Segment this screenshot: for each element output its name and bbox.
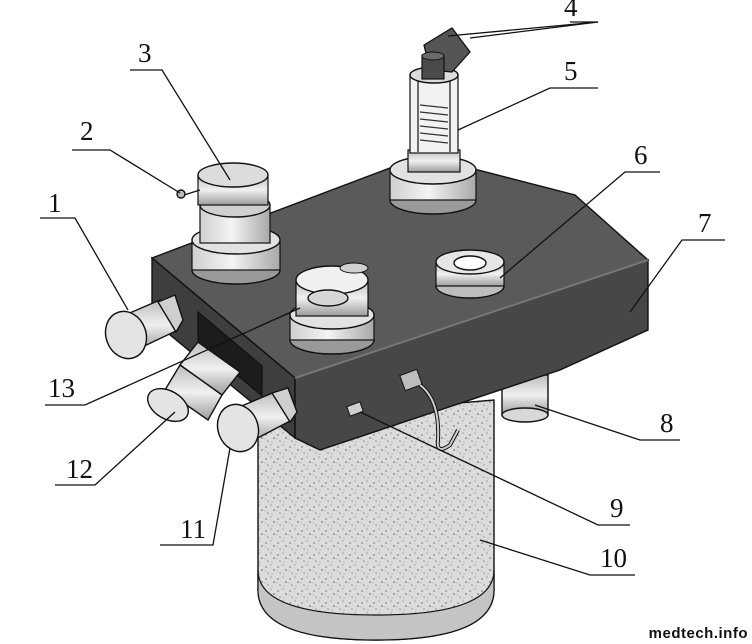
valve-3 — [191, 162, 281, 285]
watermark: medtech.info — [648, 625, 748, 642]
valve-13 — [289, 262, 375, 355]
callout-13: 13 — [48, 373, 75, 403]
callout-10: 10 — [600, 543, 627, 573]
valve-5 — [389, 66, 477, 215]
port-11 — [216, 387, 298, 453]
port-1 — [104, 294, 184, 360]
callout-12: 12 — [66, 454, 93, 484]
hook — [399, 368, 460, 451]
main-housing — [150, 167, 650, 451]
callout-11: 11 — [180, 514, 206, 544]
callout-1: 1 — [48, 188, 62, 218]
lever-2 — [176, 189, 201, 199]
callout-7: 7 — [698, 208, 712, 238]
callout-4: 4 — [564, 0, 578, 22]
callout-9: 9 — [610, 493, 624, 523]
callout-8: 8 — [660, 408, 674, 438]
callout-labels: 1 2 3 4 5 6 7 8 9 10 11 12 13 — [48, 0, 712, 573]
fitting-9 — [346, 401, 364, 417]
port-6 — [435, 249, 505, 299]
callout-3: 3 — [138, 38, 152, 68]
callout-5: 5 — [564, 56, 578, 86]
callout-6: 6 — [634, 140, 648, 170]
leader-lines — [40, 21, 725, 576]
knob-4 — [421, 27, 471, 80]
callout-2: 2 — [80, 116, 94, 146]
absorbent-canister — [257, 399, 495, 641]
